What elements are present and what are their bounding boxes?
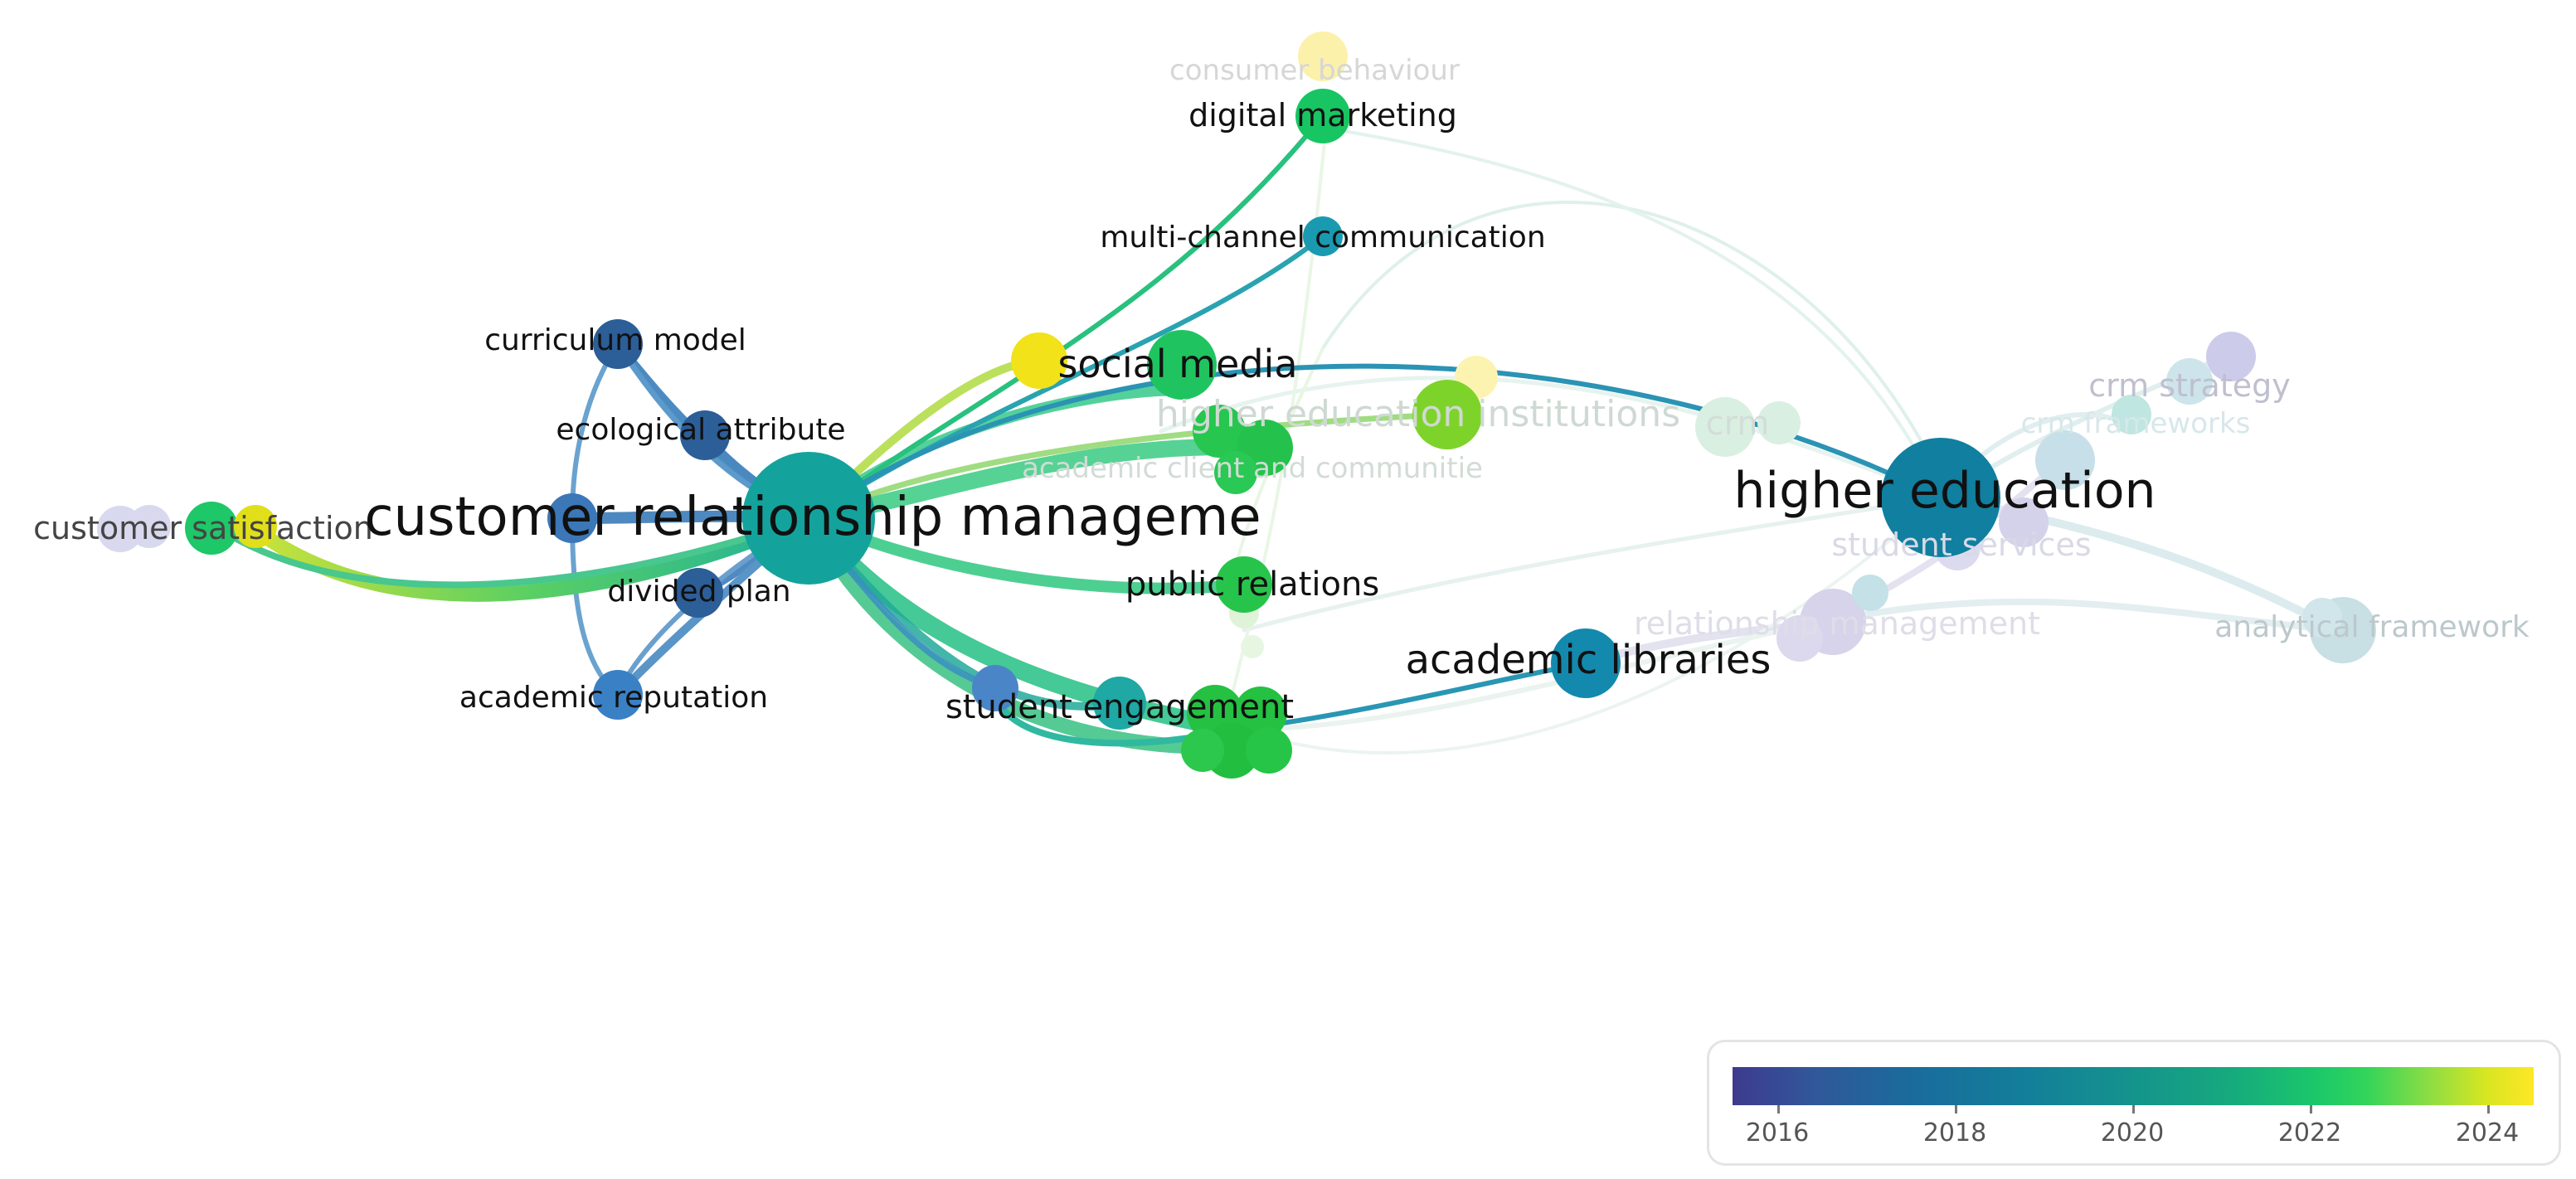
yellow-node: [1011, 332, 1067, 389]
customer-relationship-management-node: [742, 452, 875, 585]
label-crm-strategy: crm strategy: [2088, 367, 2290, 404]
light-green-node: [1412, 380, 1482, 449]
label-academic-reputation: academic reputation: [459, 681, 768, 715]
nodes: [185, 89, 2000, 779]
higher-education-node: [1881, 438, 2000, 557]
legend-tick: [1777, 1105, 1780, 1114]
label-student-services: student services: [1831, 526, 2091, 563]
academic-libraries-node: [1551, 628, 1621, 698]
blue-small-node: [972, 665, 1018, 711]
label-public-relations: public relations: [1125, 565, 1379, 604]
academic-reputation-node: [593, 670, 643, 720]
label-consumer-behaviour: consumer behaviour: [1169, 54, 1460, 87]
labels: digital marketing multi-channel communic…: [33, 97, 2156, 726]
label-customer-satisfaction: customer satisfaction: [33, 510, 373, 546]
label-crm: crm: [1706, 405, 1770, 443]
digital-marketing-node: [1295, 89, 1350, 143]
faded-labels: consumer behaviour higher education inst…: [1022, 54, 2530, 644]
legend-year-label: 2016: [1745, 1118, 1810, 1147]
student-engagement-cluster-2: [1234, 687, 1287, 740]
legend-tick: [1955, 1105, 1957, 1114]
label-higher-education: higher education: [1733, 462, 2156, 520]
customer-satisfaction-node: [185, 502, 238, 555]
curriculum-model-node: [593, 319, 643, 369]
student-engagement-cluster-4: [1246, 727, 1292, 774]
label-digital-marketing: digital marketing: [1188, 97, 1457, 133]
label-social-media: social media: [1057, 342, 1297, 386]
student-engagement-cluster-5: [1181, 729, 1224, 772]
ecological-attribute-node: [680, 410, 730, 460]
legend-tick: [2487, 1105, 2490, 1114]
legend-year-label: 2022: [2277, 1118, 2342, 1147]
label-relationship-management: relationship management: [1634, 605, 2040, 642]
legend-tick: [2310, 1105, 2312, 1114]
label-ecological-attribute: ecological attribute: [556, 413, 845, 447]
cluster-node-a: [1193, 405, 1246, 458]
multi-channel-communication-node: [1303, 216, 1343, 256]
public-relations-node: [1216, 556, 1272, 613]
divided-plan-node: [673, 568, 723, 618]
customer-satisfaction-yellow-node: [234, 505, 277, 548]
legend-tick: [2132, 1105, 2135, 1114]
label-curriculum-model: curriculum model: [484, 323, 746, 357]
label-student-engagement: student engagement: [945, 688, 1294, 726]
label-multi-channel-communication: multi-channel communication: [1100, 221, 1545, 255]
label-academic-client-and-communities: academic client and communitie: [1022, 452, 1483, 485]
year-color-legend: 2016 2018 2020 2022 2024: [1707, 1040, 2561, 1166]
legend-color-bar: [1733, 1067, 2534, 1105]
label-analytical-framework: analytical framework: [2214, 610, 2530, 644]
social-media-node: [1147, 330, 1217, 400]
label-customer-relationship-management: customer relationship manageme: [364, 487, 1261, 548]
legend-year-label: 2018: [1922, 1118, 1987, 1147]
label-higher-education-institutions: higher education institutions: [1156, 393, 1680, 435]
label-divided-plan: divided plan: [607, 575, 790, 609]
faded-nodes: [97, 32, 2376, 663]
consumer-behaviour-node: [1298, 32, 1348, 81]
label-academic-libraries: academic libraries: [1406, 637, 1772, 683]
student-engagement-node: [1093, 677, 1146, 730]
crm-small-blue-node: [547, 493, 597, 543]
crm-strategy-node: [2206, 332, 2256, 381]
label-crm-frameworks: crm frameworks: [2021, 407, 2251, 440]
cluster-node-c: [1214, 451, 1257, 494]
legend-year-label: 2020: [2100, 1118, 2165, 1147]
legend-year-label: 2024: [2455, 1118, 2520, 1147]
